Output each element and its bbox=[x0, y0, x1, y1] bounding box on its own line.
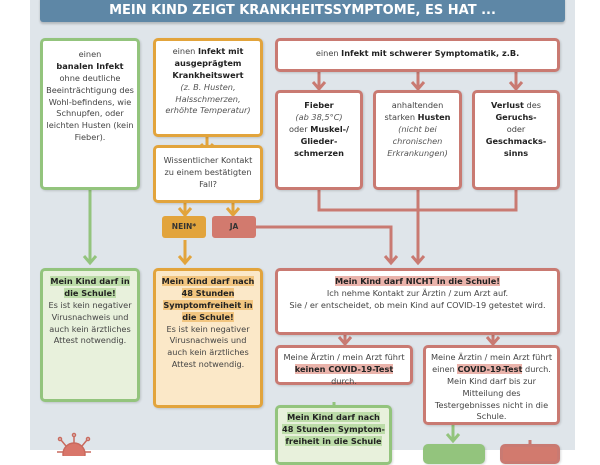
mild-text-1: einen bbox=[78, 49, 102, 59]
result-orange-heading: Mein Kind darf nach 48 Stunden Symptomfr… bbox=[161, 276, 255, 322]
fever-box: Fieber (ab 38,5°C) oder Muskel-/ Glieder… bbox=[275, 90, 363, 190]
mild-infection-box: einen banalen Infekt ohne deutliche Beei… bbox=[40, 38, 140, 190]
moderate-examples: (z. B. Husten, Halsschmerzen, erhöhte Te… bbox=[165, 81, 251, 116]
no-test-box: Meine Ärztin / mein Arzt führt keinen CO… bbox=[275, 345, 413, 386]
result-orange-text: Es ist kein negativer Virusnachweis und … bbox=[166, 323, 250, 370]
taste-heading: Geschmacks-sinns bbox=[485, 135, 547, 158]
mild-heading: banalen Infekt bbox=[56, 60, 124, 71]
no-test-highlight: keinen COVID-19-Test bbox=[294, 363, 394, 374]
no-test-suffix: durch. bbox=[331, 375, 357, 386]
ja-label: JA bbox=[212, 216, 256, 238]
result-red-heading: Mein Kind darf NICHT in die Schule! bbox=[335, 276, 500, 286]
cough-note: (nicht bei chronischen Erkrankungen) bbox=[387, 123, 448, 158]
contact-question-box: Wissentlicher Kontakt zu einem bestätigt… bbox=[153, 145, 263, 203]
severe-text: einen bbox=[315, 48, 342, 58]
after-no-test-heading: Mein Kind darf nach 48 Stunden Symptom-f… bbox=[282, 412, 385, 446]
result-after-no-test: Mein Kind darf nach 48 Stunden Symptom-f… bbox=[275, 405, 392, 465]
moderate-text: einen bbox=[172, 46, 198, 56]
smell-loss: Verlust bbox=[490, 100, 524, 110]
fever-heading: Fieber bbox=[304, 100, 334, 110]
smell-of: des bbox=[523, 100, 541, 110]
contact-question: Wissentlicher Kontakt zu einem bestätigt… bbox=[163, 155, 253, 189]
fever-or: oder bbox=[288, 123, 311, 134]
fever-threshold: (ab 38,5°C) bbox=[295, 111, 343, 122]
result-red-text-1: Ich nehme Kontakt zur Ärztin / zum Arzt … bbox=[326, 287, 509, 298]
cough-text: anhaltenden starken bbox=[384, 100, 444, 122]
test-suffix: durch. bbox=[522, 363, 551, 374]
mild-text-2: ohne deutliche Beeinträchtigung des Wohl… bbox=[46, 72, 134, 143]
test-note: Mein Kind darf bis zur Mitteilung des Te… bbox=[434, 375, 549, 422]
muscle-pain: Muskel-/ Glieder-schmerzen bbox=[294, 123, 350, 158]
test-positive-box bbox=[500, 444, 560, 464]
page-title: MEIN KIND ZEIGT KRANKHEITSSYMPTOME, ES H… bbox=[40, 0, 565, 22]
test-text: Meine Ärztin / mein Arzt führt einen bbox=[430, 352, 553, 374]
severe-heading: Infekt mit schwerer Symptomatik, z.B. bbox=[341, 48, 520, 58]
moderate-infection-box: einen Infekt mit ausgeprägtem Krankheits… bbox=[153, 38, 263, 137]
result-green-heading: Mein Kind darf in die Schule! bbox=[50, 276, 130, 298]
result-school-allowed: Mein Kind darf in die Schule! Es ist kei… bbox=[40, 268, 140, 402]
result-school-after-48h: Mein Kind darf nach 48 Stunden Symptomfr… bbox=[153, 268, 263, 408]
test-box: Meine Ärztin / mein Arzt führt einen COV… bbox=[423, 345, 560, 425]
nein-label: NEIN* bbox=[162, 216, 206, 238]
severe-infection-box: einen Infekt mit schwerer Symptomatik, z… bbox=[275, 38, 560, 72]
moderate-heading: Infekt mit ausgeprägtem Krankheitswert bbox=[172, 46, 244, 80]
smell-heading: Geruchs- bbox=[495, 111, 537, 122]
smell-or: oder bbox=[506, 123, 526, 134]
result-red-text-2: Sie / er entscheidet, ob mein Kind auf C… bbox=[289, 299, 546, 310]
cough-box: anhaltenden starken Husten (nicht bei ch… bbox=[373, 90, 462, 190]
test-highlight: COVID-19-Test bbox=[457, 363, 523, 374]
virus-icon bbox=[57, 432, 91, 456]
smell-box: Verlust des Geruchs- oder Geschmacks-sin… bbox=[472, 90, 560, 190]
test-negative-box bbox=[423, 444, 485, 464]
result-school-not-allowed: Mein Kind darf NICHT in die Schule! Ich … bbox=[275, 268, 560, 335]
no-test-text: Meine Ärztin / mein Arzt führt bbox=[283, 352, 405, 362]
result-green-text: Es ist kein negativer Virusnachweis und … bbox=[48, 299, 132, 346]
cough-heading: Husten bbox=[417, 111, 451, 122]
